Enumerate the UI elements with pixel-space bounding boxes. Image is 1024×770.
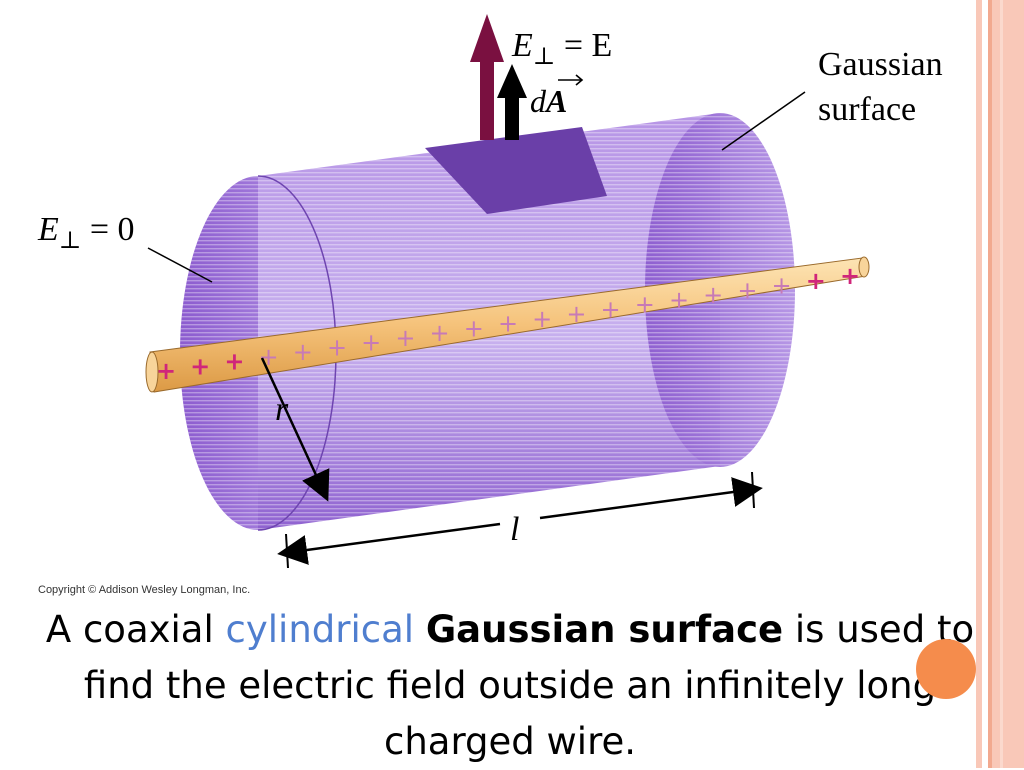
plus-charge: + [464,314,484,342]
plus-charge: + [532,305,552,333]
gaussian-surface-pointer [721,91,806,151]
right-border-line [988,0,992,768]
caption-space [414,608,426,651]
orange-decorative-dot [916,639,976,699]
gaussian-cylinder-diagram: + + + + + + + + + + + + + + + + + + + + + r l E⊥ = E dA Gaus… [37,14,943,569]
plus-charge: + [669,286,689,314]
plus-charge: + [840,262,860,290]
plus-charge: + [566,300,586,328]
length-label: l [510,511,519,548]
length-arrow-left [277,522,501,565]
gaussian-surface-label-line1: Gaussian [818,46,943,83]
plus-charge: + [498,310,518,338]
length-arrow-right [539,477,763,520]
plus-charge: + [190,352,210,380]
plus-charge: + [601,295,621,323]
plus-charge: + [327,333,347,361]
d-a-label: dA [530,83,567,119]
plus-charge: + [703,281,723,309]
vector-arrow-over-a [558,74,584,86]
wire-left-end [145,351,159,393]
plus-charge: + [361,329,381,357]
area-patch [425,127,607,214]
wire-right-end [858,256,870,278]
plus-charge: + [395,324,415,352]
plus-charge: + [772,272,792,300]
caption-cylindrical: cylindrical [225,608,415,651]
plus-charge: + [635,291,655,319]
plus-charge: + [224,348,244,376]
right-border-gap [982,0,988,768]
copyright-notice: Copyright © Addison Wesley Longman, Inc. [38,584,251,596]
radius-arrow [260,357,330,502]
e-perp-zero-pointer [147,247,213,283]
gaussian-surface-label-line2: surface [818,91,916,128]
e-perp-equals-zero-label: E⊥ = 0 [37,211,135,254]
caption-gaussian-surface: Gaussian surface [425,608,784,651]
length-tick-right [751,471,755,509]
radius-label: r [275,391,289,428]
slide-caption: A coaxial cylindrical Gaussian surface i… [20,602,1000,770]
caption-part1: A coaxial [45,608,226,651]
wire-charges: + + + + + + + + + + + + + + + + + + + + + [156,262,860,385]
area-vector-arrow [497,64,527,140]
field-arrow-e [470,14,504,140]
plus-charge: + [259,343,279,371]
plus-charge: + [293,338,313,366]
e-perp-equals-e-label: E⊥ = E [511,27,612,70]
plus-charge: + [430,319,450,347]
plus-charge: + [156,357,176,385]
plus-charge: + [737,276,757,304]
length-tick-left [285,533,289,569]
right-border-thin-line [1000,0,1003,768]
plus-charge: + [806,267,826,295]
